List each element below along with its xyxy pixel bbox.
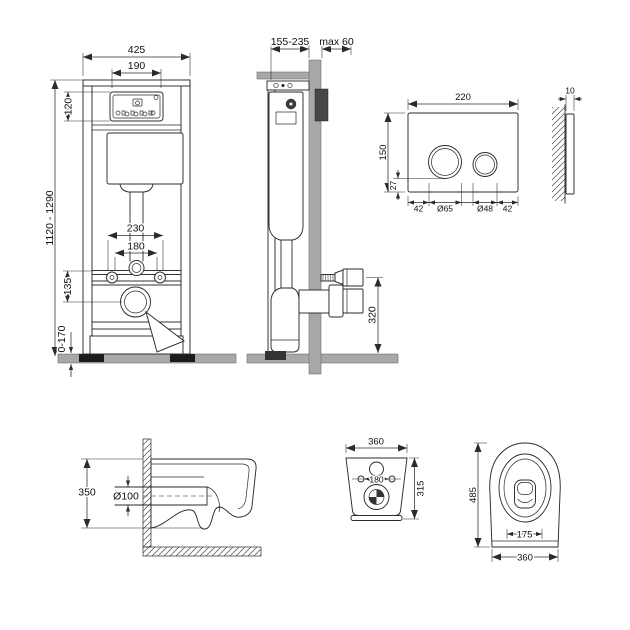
drain-chute bbox=[145, 310, 185, 353]
dim-button-bottom-gap: 27 bbox=[388, 181, 398, 191]
frame-rail-right bbox=[180, 79, 191, 355]
view-frame-side: 155-235 max 60 320 bbox=[246, 35, 399, 375]
dim-wall-max: max 60 bbox=[319, 36, 354, 48]
dim-leg-range: 0-170 bbox=[56, 325, 68, 352]
dim-bowl-height-back: 315 bbox=[416, 481, 427, 497]
view-bowl-side: 350 Ø100 bbox=[77, 438, 262, 557]
outlet-pipe bbox=[342, 288, 364, 314]
view-plate-front: 220 150 27 42 Ø65 Ø48 42 bbox=[377, 91, 519, 215]
dim-bowl-width-back: 360 bbox=[368, 437, 384, 448]
dim-small-button-dia: Ø48 bbox=[477, 204, 493, 214]
wall-hatch bbox=[552, 107, 565, 201]
floor-slab-side bbox=[246, 353, 399, 364]
dim-margin-left: 42 bbox=[414, 204, 424, 214]
dim-window-width: 190 bbox=[128, 60, 146, 72]
view-frame-front: 425 190 120 1120 - 1290 230 180 135 0-17… bbox=[43, 43, 237, 377]
view-plate-side: 10 bbox=[552, 84, 582, 204]
supply-valve bbox=[342, 268, 364, 287]
flush-button-large bbox=[428, 145, 462, 179]
inlet-port bbox=[369, 461, 384, 477]
drain-cup bbox=[514, 479, 536, 509]
dim-large-button-dia: Ø65 bbox=[437, 204, 453, 214]
wall-section bbox=[142, 438, 152, 548]
anchor-bolt-right bbox=[154, 271, 166, 284]
frame-top-bar bbox=[82, 79, 191, 87]
dim-depth-range: 155-235 bbox=[271, 36, 310, 48]
view-bowl-back: 360 180 315 bbox=[345, 435, 428, 521]
frame-foot-left bbox=[79, 354, 104, 362]
top-bracket bbox=[256, 71, 310, 80]
outlet-bell bbox=[328, 284, 344, 318]
dim-frame-height: 1120 - 1290 bbox=[44, 190, 56, 245]
plate-housing bbox=[314, 88, 329, 122]
dim-plate-thickness: 10 bbox=[565, 86, 575, 96]
flush-plate-side bbox=[565, 113, 575, 195]
frame-foot-side bbox=[265, 351, 286, 360]
dim-supply-span: 180 bbox=[127, 241, 145, 253]
dim-margin-right: 42 bbox=[503, 204, 513, 214]
dim-bowl-width-top: 360 bbox=[517, 553, 533, 564]
dim-outlet-dia: Ø100 bbox=[113, 491, 139, 503]
dim-fixing-span-back: 180 bbox=[369, 475, 383, 485]
dim-outlet-height: 320 bbox=[367, 306, 379, 324]
frame-foot-right bbox=[170, 354, 195, 362]
flush-plate bbox=[407, 112, 519, 193]
view-bowl-top: 485 175 360 bbox=[467, 442, 561, 565]
flush-bend bbox=[128, 260, 145, 276]
dim-bowl-height: 350 bbox=[78, 487, 96, 499]
dim-plate-height: 150 bbox=[378, 145, 389, 161]
cistern-front bbox=[106, 132, 184, 262]
dim-outlet-drop: 135 bbox=[62, 278, 74, 296]
dim-window-height: 120 bbox=[63, 98, 75, 116]
dim-bowl-length: 485 bbox=[468, 487, 479, 503]
access-window bbox=[109, 91, 164, 122]
drain-elbow bbox=[270, 287, 300, 353]
dim-frame-total-width: 425 bbox=[128, 44, 146, 56]
bowl-profile bbox=[150, 458, 257, 530]
dim-seat-span: 175 bbox=[517, 530, 533, 541]
cistern-side bbox=[268, 91, 304, 241]
dim-plate-width: 220 bbox=[455, 92, 471, 103]
floor-section bbox=[142, 546, 262, 557]
flush-button-small bbox=[472, 152, 498, 177]
dim-anchor-span: 230 bbox=[127, 223, 145, 235]
anchor-bolt-left bbox=[106, 271, 118, 284]
